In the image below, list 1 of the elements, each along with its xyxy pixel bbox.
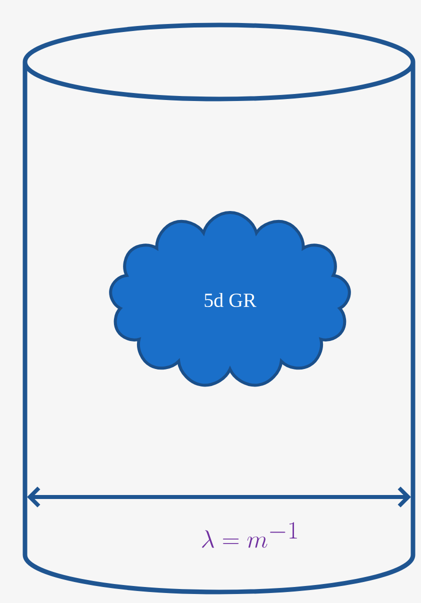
dimension-label: $\lambda = m^{-1}$	[202, 522, 297, 548]
